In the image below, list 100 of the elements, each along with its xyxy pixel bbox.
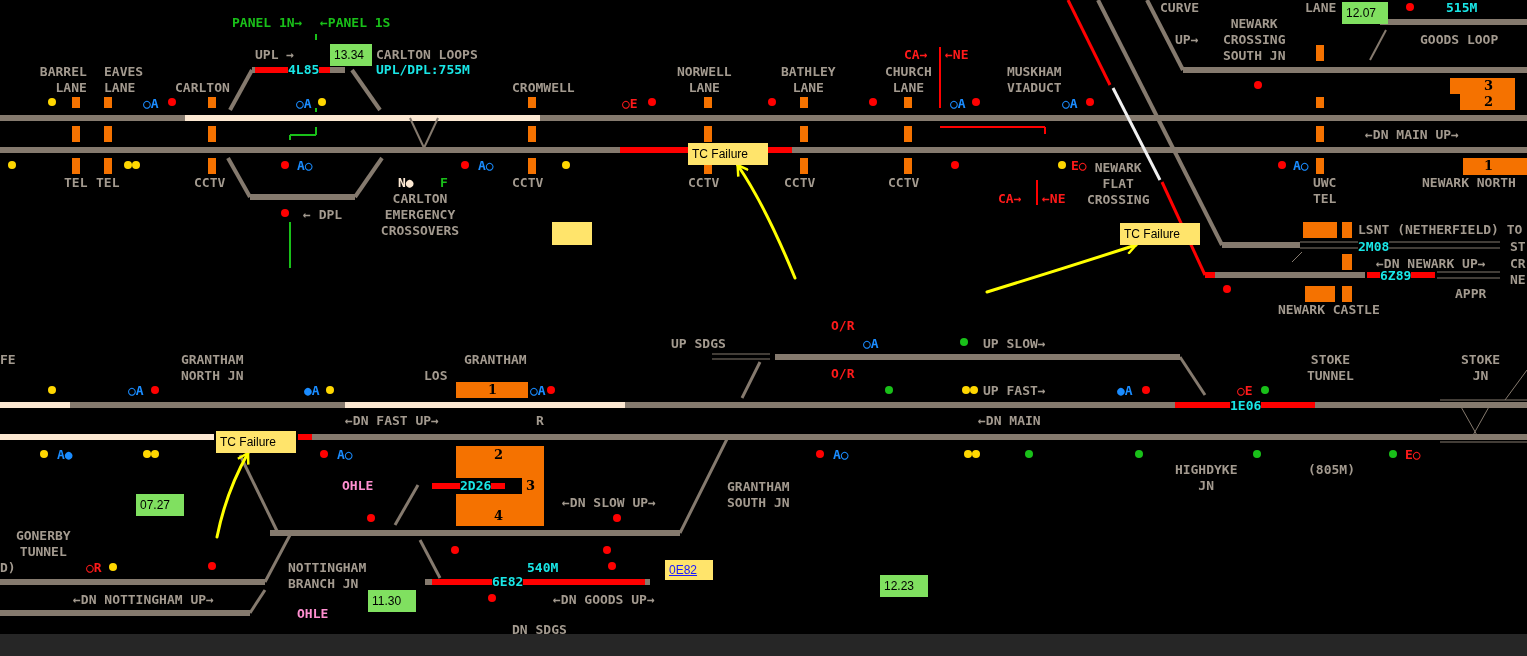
track-label: DN SDGS <box>512 622 567 638</box>
track-label: UPL/DPL:755M <box>376 62 470 78</box>
track-label: ←DN NOTTINGHAM UP→ <box>73 592 214 608</box>
track-label: CCTV <box>888 175 920 191</box>
track-label: CCTV <box>194 175 226 191</box>
track-label: ST <box>1510 239 1526 255</box>
track-label: CROMWELL <box>512 80 575 96</box>
track-label: ○A <box>296 96 312 112</box>
track-label: 1 <box>1484 158 1494 174</box>
track-label: CARLTON LOOPS <box>376 47 478 63</box>
track-label: 4 <box>494 508 504 524</box>
track-label: UP SDGS <box>671 336 726 352</box>
track-label: NEWARK FLAT CROSSING <box>1086 160 1151 208</box>
track-label: ○A <box>530 383 546 399</box>
track-label: ←DN GOODS UP→ <box>553 592 655 608</box>
track-label: MUSKHAM VIADUCT <box>1006 64 1063 96</box>
track-label: A○ <box>833 447 849 463</box>
arrow <box>736 163 797 280</box>
track-label: NEWARK CROSSING SOUTH JN <box>1222 16 1287 64</box>
track-label: O/R <box>831 366 855 382</box>
track-label: D) <box>0 560 16 576</box>
alarm-box: TC Failure <box>216 431 296 453</box>
track-label: LOS <box>424 368 448 384</box>
track-label: CARLTON <box>175 80 230 96</box>
track-label: ○A <box>128 383 144 399</box>
track-label: GONERBY TUNNEL <box>15 528 72 560</box>
track-label: ●A <box>304 383 320 399</box>
track-label: BATHLEY LANE <box>780 64 837 96</box>
arrow <box>215 451 250 539</box>
track-label: N● <box>398 175 414 191</box>
track-label: ←NE <box>1042 191 1066 207</box>
track-label: A○ <box>297 158 313 174</box>
track-label: ●A <box>1117 383 1133 399</box>
train-id-link-box: 0E82 <box>665 560 713 580</box>
track-label: ←NE <box>945 47 969 63</box>
track-label: 3 <box>526 478 536 494</box>
track-label: 2 <box>1484 94 1494 110</box>
track-label: 1 <box>488 382 498 398</box>
track-label: UP SLOW→ <box>983 336 1046 352</box>
track-label: CCTV <box>512 175 544 191</box>
track-label: CCTV <box>688 175 720 191</box>
track-label: A○ <box>478 158 494 174</box>
track-label: ← DPL <box>303 207 343 223</box>
time-stamp-box: 12.23 <box>880 575 928 597</box>
track-label: NEWARK CASTLE <box>1278 302 1380 318</box>
track-label: TEL <box>64 175 88 191</box>
track-label: A● <box>57 447 73 463</box>
blank-box <box>552 222 592 245</box>
time-stamp-box: 11.30 <box>368 590 416 612</box>
track-label: CCTV <box>784 175 816 191</box>
track-label: UP FAST→ <box>983 383 1046 399</box>
time-stamp-box: 12.07 <box>1342 2 1388 24</box>
track-label: CA→ <box>904 47 928 63</box>
track-label: OHLE <box>342 478 374 494</box>
alarm-box: TC Failure <box>1120 223 1200 245</box>
track-label: ○A <box>1062 96 1078 112</box>
track-label: UP→ <box>1175 32 1199 48</box>
track-label: E○ <box>1071 158 1087 174</box>
track-label: FE <box>0 352 16 368</box>
track-label: GOODS LOOP <box>1420 32 1499 48</box>
track-label: ←DN MAIN UP→ <box>1365 127 1459 143</box>
track-label: GRANTHAM SOUTH JN <box>727 479 791 511</box>
track-label: E○ <box>1405 447 1421 463</box>
time-stamp-box: 07.27 <box>136 494 184 516</box>
track-label: TEL <box>96 175 120 191</box>
track-label: (805M) <box>1308 462 1355 478</box>
track-label: LANE <box>1305 0 1337 16</box>
track-label: APPR <box>1455 286 1487 302</box>
track-label: UWC TEL <box>1312 175 1338 207</box>
track-label: ○E <box>622 96 638 112</box>
track-label: ○A <box>950 96 966 112</box>
track-label: PANEL 1N→ <box>232 15 303 31</box>
track-label: STOKE JN <box>1460 352 1501 384</box>
time-stamp-box: 13.34 <box>330 44 372 66</box>
track-label: O/R <box>831 318 855 334</box>
track-label: NORWELL LANE <box>676 64 733 96</box>
track-label: CA→ <box>998 191 1022 207</box>
track-label: 2 <box>494 447 504 463</box>
track-label: OHLE <box>297 606 329 622</box>
track-label: R <box>536 413 544 429</box>
track-label: ←DN NEWARK UP→ <box>1376 256 1486 271</box>
track-label: LSNT (NETHERFIELD) TO <box>1358 222 1523 238</box>
track-label: ○A <box>863 336 879 352</box>
track-label: A○ <box>1293 158 1309 174</box>
track-label: CARLTON EMERGENCY CROSSOVERS <box>380 191 460 239</box>
track-label: ←DN FAST UP→ <box>345 413 439 429</box>
track-label: ←DN SLOW UP→ <box>562 495 656 511</box>
track-label: STOKE TUNNEL <box>1306 352 1355 384</box>
track-label: GRANTHAM <box>464 352 527 368</box>
track-label: CURVE <box>1160 0 1200 16</box>
track-label: NEWARK NORTH <box>1422 175 1516 191</box>
track-label: 3 <box>1484 78 1494 94</box>
track-label: ←DN MAIN <box>978 413 1041 429</box>
track-label: BARREL LANE <box>38 64 87 96</box>
track-label: CHURCH LANE <box>884 64 933 96</box>
track-label: ○A <box>143 96 159 112</box>
track-label: F <box>440 175 448 191</box>
track-label: GRANTHAM NORTH JN <box>180 352 245 384</box>
alarm-box: TC Failure <box>688 143 768 165</box>
track-label: ←PANEL 1S <box>320 15 391 31</box>
